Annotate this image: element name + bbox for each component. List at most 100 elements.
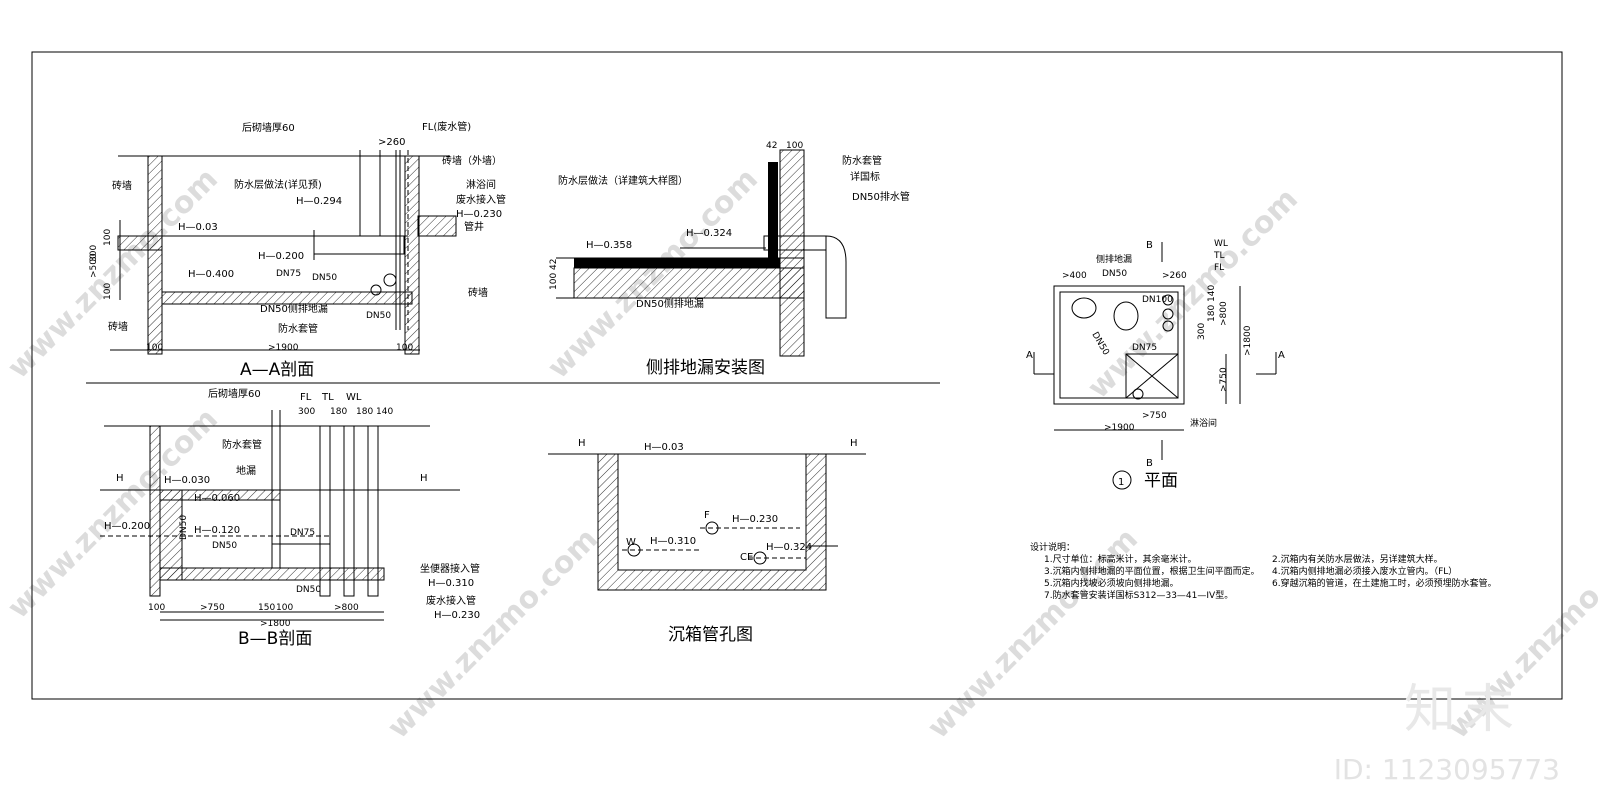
note-item: 2.沉箱内有关防水层做法，另详建筑大样。 [1272, 553, 1443, 565]
label-elev: H—0.120 [194, 525, 240, 536]
label-waste-in: 废水接入管 [456, 193, 506, 206]
label-dn: DN50 [212, 541, 237, 551]
section-title: 侧排地漏安装图 [646, 358, 765, 378]
dim-260: >260 [378, 137, 405, 148]
label-elev: H—0.200 [258, 251, 304, 262]
dim-label: 140 [376, 407, 393, 417]
label-elev: H—0.230 [434, 610, 480, 621]
dim-label: 300 [89, 245, 99, 262]
label-h: H [850, 438, 858, 449]
label-b: B [1146, 240, 1153, 251]
design-notes: 设计说明： 1.尺寸单位：标高米计，其余毫米计。 2.沉箱内有关防水层做法，另详… [1030, 541, 1497, 601]
label-wall: 砖墙 [108, 320, 128, 333]
dim-label: 100 [146, 343, 163, 353]
label-elev: H—0.03 [178, 222, 218, 233]
label-elev: H—0.230 [456, 209, 502, 220]
section-plan: 1 平面 B B A A WL TL FL 侧排地漏 DN50 >400 >26… [1026, 239, 1285, 491]
label-w: W [626, 537, 636, 548]
dim-label: 140 [1207, 285, 1217, 302]
label-backfill: 后砌墙厚60 [242, 121, 295, 134]
label-elev: H—0.400 [188, 269, 234, 280]
label-dn: DN50 [1102, 269, 1127, 279]
note-item: 7.防水套管安装详国标S312—33—41—IV型。 [1044, 589, 1233, 601]
section-title: B—B剖面 [238, 629, 312, 649]
dim-label: >750 [1219, 367, 1229, 392]
dim-label: >1900 [1104, 423, 1135, 433]
label-elev: H—0.310 [650, 536, 696, 547]
drawing-id: ID: 1123095773 [1333, 753, 1560, 786]
dim-label: 100 [103, 229, 113, 246]
label-fl: FL [300, 392, 312, 403]
label-dn: DN50 [366, 311, 391, 321]
section-title: A—A剖面 [240, 360, 314, 380]
label-fl: FL [1214, 263, 1224, 273]
dim-label: 100 [786, 141, 803, 151]
label-toilet-in: 坐便器接入管 [420, 562, 480, 575]
label-ref: 详国标 [850, 170, 880, 183]
label-sleeve: 防水套管 [842, 154, 882, 167]
dim-label: >260 [1162, 271, 1187, 281]
dim-label: 180 [1207, 305, 1217, 322]
dim-label: 100 42 [549, 259, 559, 291]
label-fl-pipe: FL(废水管) [422, 120, 471, 133]
label-side-drain: DN50侧排地漏 [260, 302, 328, 315]
label-side-drain: DN50侧排地漏 [636, 297, 704, 310]
label-elev: H—0.030 [164, 475, 210, 486]
dim-label: >1900 [268, 343, 299, 353]
label-shower: 淋浴间 [466, 178, 496, 191]
label-elev: H—0.200 [104, 521, 150, 532]
label-wall: 砖墙 [468, 286, 488, 299]
section-title: 沉箱管孔图 [668, 625, 753, 645]
label-side-drain: 侧排地漏 [1096, 253, 1132, 265]
label-brick-outer: 砖墙（外墙） [442, 154, 502, 167]
dim-label: >750 [200, 603, 225, 613]
dim-label: >1800 [260, 619, 291, 629]
section-title: 平面 [1144, 471, 1178, 491]
dim-label: 100 [396, 343, 413, 353]
dim-label: >500 [89, 253, 99, 278]
label-backfill: 后砌墙厚60 [208, 387, 261, 400]
dim-label: >1800 [1243, 325, 1253, 356]
label-shower: 淋浴间 [1190, 417, 1217, 429]
dim-label: >800 [334, 603, 359, 613]
label-b: B [1146, 458, 1153, 469]
label-elev: H—0.03 [644, 442, 684, 453]
notes-heading: 设计说明： [1030, 541, 1075, 553]
dim-label: 150 [258, 603, 275, 613]
label-h: H [116, 473, 124, 484]
note-item: 6.穿越沉箱的管道，在土建施工时，必须预埋防水套管。 [1272, 577, 1497, 589]
label-elev: H—0.060 [194, 493, 240, 504]
section-side-drain: 42 100 防水套管 详国标 DN50排水管 防水层做法（详建筑大样图） H—… [549, 141, 910, 378]
dim-label: 300 [1197, 323, 1207, 340]
label-dn: DN75 [276, 269, 301, 279]
label-a: A [1026, 350, 1033, 361]
label-dn: DN50 [296, 585, 321, 595]
dim-label: 180 [356, 407, 373, 417]
note-item: 5.沉箱内找坡必须坡向侧排地漏。 [1044, 577, 1179, 589]
label-elev: H—0.324 [766, 542, 812, 553]
label-drain: 地漏 [236, 464, 256, 477]
label-tl: TL [321, 392, 334, 403]
dim-label: 100 [276, 603, 293, 613]
label-dn: DN100 [1142, 295, 1173, 305]
watermark-text: www.znzmo.com [1081, 182, 1305, 406]
label-elev: H—0.310 [428, 578, 474, 589]
dim-label: 180 [330, 407, 347, 417]
label-shaft: 管井 [464, 220, 484, 233]
label-ce: CE [740, 552, 753, 563]
dim-label: >750 [1142, 411, 1167, 421]
label-a: A [1278, 350, 1285, 361]
label-wall: 砖墙 [112, 179, 132, 192]
label-wl: WL [346, 392, 362, 403]
label-waste-in: 废水接入管 [426, 594, 476, 607]
section-bb: 后砌墙厚60 FL TL WL 300 180 180 140 防水套管 地漏 … [100, 387, 480, 649]
plan-number: 1 [1118, 477, 1124, 488]
dim-label: 100 [148, 603, 165, 613]
dim-label: >400 [1062, 271, 1087, 281]
dim-label: 300 [298, 407, 315, 417]
label-h: H [578, 438, 586, 449]
label-waterproof: 防水层做法(详见预) [234, 178, 322, 191]
label-elev: H—0.324 [686, 228, 732, 239]
note-item: 4.沉箱内侧排地漏必须接入废水立管内。（FL） [1272, 565, 1457, 577]
